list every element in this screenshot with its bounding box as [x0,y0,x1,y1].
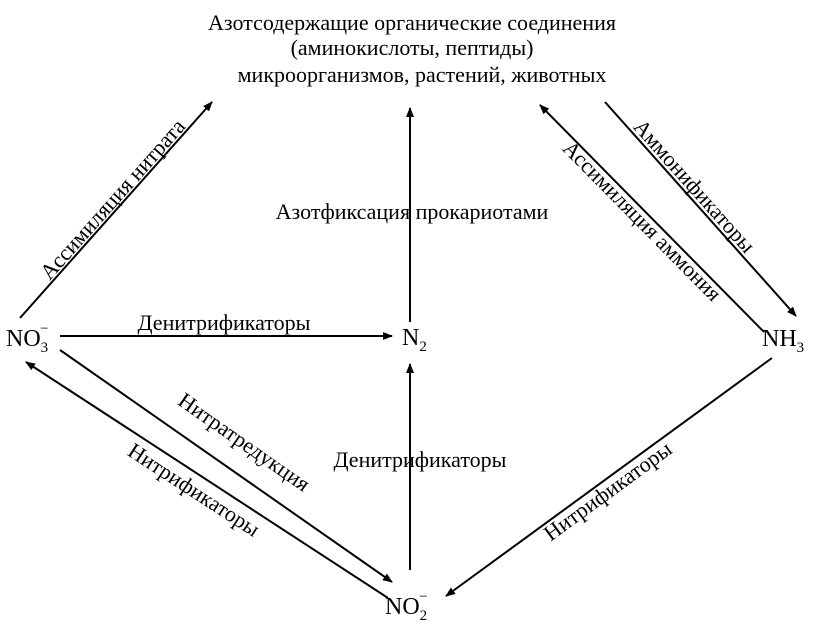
arrow-nitrate-assimilation [19,101,213,319]
node-nh3: NH3 [762,326,804,356]
arrow-ammonification [604,101,797,317]
label-nitrifiers-nh3-no2: Нитрификаторы [539,436,677,546]
title-block: Азотсодержащие органические соединения (… [208,10,616,87]
arrow-ammonium-assimilation [539,104,765,333]
label-nitrogen-fixation: Азотфиксация прокариотами [276,199,549,224]
arrow-nitrifiers-nh3-no2 [445,357,773,597]
arrow-nitrate-reduction [59,349,393,583]
arrow-nitrifiers-no2-no3 [25,361,389,599]
node-n2: N2 [402,325,427,355]
title-line-3: микроорганизмов, растений, животных [238,62,607,87]
title-line-1: Азотсодержащие органические соединения [208,10,616,35]
label-nitrate-assimilation: Ассимиляция нитрата [35,114,191,285]
label-denitrifiers-no2-n2: Денитрификаторы [334,447,507,472]
node-no2: NO2− [385,589,428,624]
title-line-2: (аминокислоты, пептиды) [291,35,534,60]
node-no3: NO3− [6,321,49,356]
label-denitrifiers-no3-n2: Денитрификаторы [138,310,311,335]
label-ammonium-assimilation: Ассимиляция аммония [558,135,727,306]
